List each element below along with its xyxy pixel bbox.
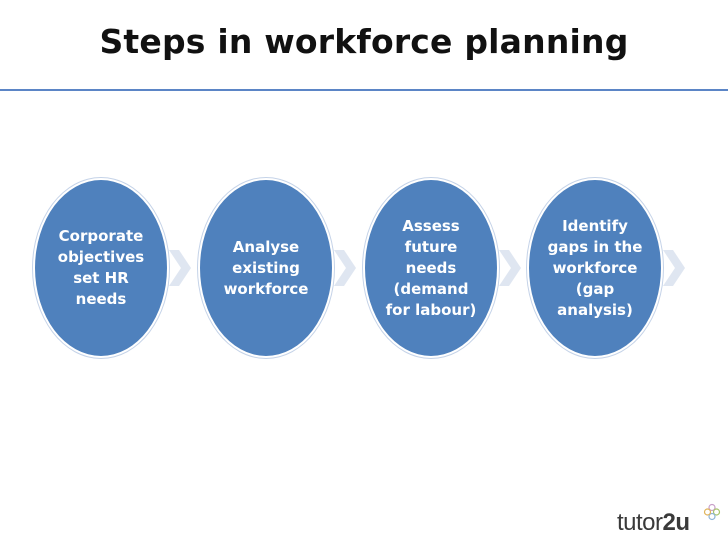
step-label: Corporate objectives set HR needs xyxy=(57,227,145,308)
step-label: Analyse existing workforce xyxy=(223,237,309,298)
process-flow: Corporate objectives set HR needs Analys… xyxy=(0,170,728,370)
page-title: Steps in workforce planning xyxy=(99,22,629,61)
chevron-right-icon xyxy=(499,250,521,286)
step-corporate-objectives: Corporate objectives set HR needs xyxy=(33,178,169,358)
chevron-right-icon xyxy=(334,250,356,286)
chevron-right-icon xyxy=(663,250,685,286)
tutor2u-logo: tutor2u xyxy=(617,503,722,539)
flower-icon xyxy=(703,503,721,521)
chevron-right-icon xyxy=(169,250,191,286)
logo-text-bold: 2u xyxy=(662,509,691,536)
step-analyse-workforce: Analyse existing workforce xyxy=(198,178,334,358)
step-identify-gaps: Identify gaps in the workforce (gap anal… xyxy=(527,178,663,358)
title-divider xyxy=(0,89,728,91)
logo-text-regular: tutor xyxy=(617,509,663,536)
step-assess-future-needs: Assess future needs (demand for labour) xyxy=(363,178,499,358)
step-label: Assess future needs (demand for labour) xyxy=(385,216,477,319)
step-label: Identify gaps in the workforce (gap anal… xyxy=(547,216,643,319)
logo-wordmark: tutor2u xyxy=(617,509,690,537)
